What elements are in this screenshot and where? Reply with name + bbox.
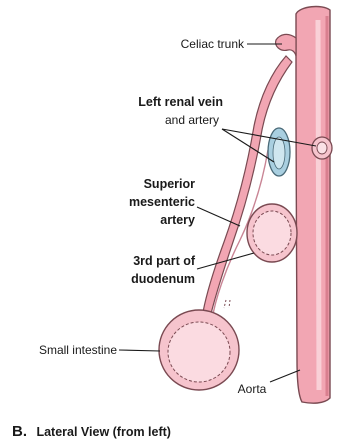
small-intestine-label: Small intestine xyxy=(39,343,117,357)
sma-label-line3: artery xyxy=(160,213,195,227)
aorta-vessel xyxy=(296,7,330,404)
caption-letter: B. xyxy=(12,423,27,440)
aorta-leader xyxy=(270,370,300,382)
sma-label-line2: mesenteric xyxy=(129,195,195,209)
sma-label-line1: Superior xyxy=(144,177,196,191)
figure-caption: B. Lateral View (from left) xyxy=(12,423,171,440)
celiac-trunk-label: Celiac trunk xyxy=(181,37,245,51)
caption-text: Lateral View (from left) xyxy=(36,425,171,439)
vessel-strand-end xyxy=(224,300,230,308)
celiac-trunk-vessel xyxy=(276,34,296,56)
duodenum-lumen xyxy=(253,211,291,255)
aorta-label: Aorta xyxy=(238,382,267,396)
aorta-highlight xyxy=(318,20,319,390)
small-intestine-leader xyxy=(119,350,160,351)
left-renal-label-line1: Left renal vein xyxy=(138,95,223,109)
left-renal-vein-lumen xyxy=(273,137,285,169)
small-intestine-lumen xyxy=(168,322,230,382)
duodenum-label-line1: 3rd part of xyxy=(133,254,196,268)
left-renal-label-line2: and artery xyxy=(165,113,219,127)
duodenum-label-line2: duodenum xyxy=(131,272,195,286)
left-renal-artery-lumen xyxy=(317,142,327,154)
